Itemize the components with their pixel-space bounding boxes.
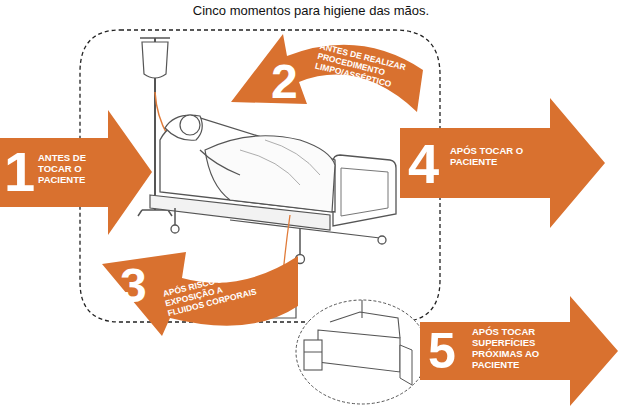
hand-hygiene-arrow: 3APÓS RISCO DE EXPOSIÇÃO A FLUIDOS CORPO… [100,238,300,338]
hand-hygiene-arrow: 4 APÓS TOCAR O PACIENTE [400,98,605,228]
hand-hygiene-arrow: 1ANTES DE TOCAR O PACIENTE [0,110,152,235]
callout-number: 5 [428,326,456,376]
callout-number: 3 [120,262,147,310]
callout-number: 4 [408,136,439,192]
hand-hygiene-arrow: 2ANTES DE REALIZAR PROCEDIMENTO LIMPO/AS… [225,30,425,130]
moment-label: APÓS TOCAR O PACIENTE [450,146,542,168]
moment-label: APÓS TOCAR SUPERFÍCIES PRÓXIMAS AO PACIE… [472,327,570,371]
hand-hygiene-arrow: 5 APÓS TOCAR SUPERFÍCIES PRÓXIMAS AO PACI… [420,296,618,406]
callout-number: 2 [271,58,298,106]
diagram-title: Cinco momentos para higiene das mãos. [0,3,622,18]
moment-label: ANTES DE TOCAR O PACIENTE [38,153,108,186]
callout-number: 1 [4,144,35,200]
